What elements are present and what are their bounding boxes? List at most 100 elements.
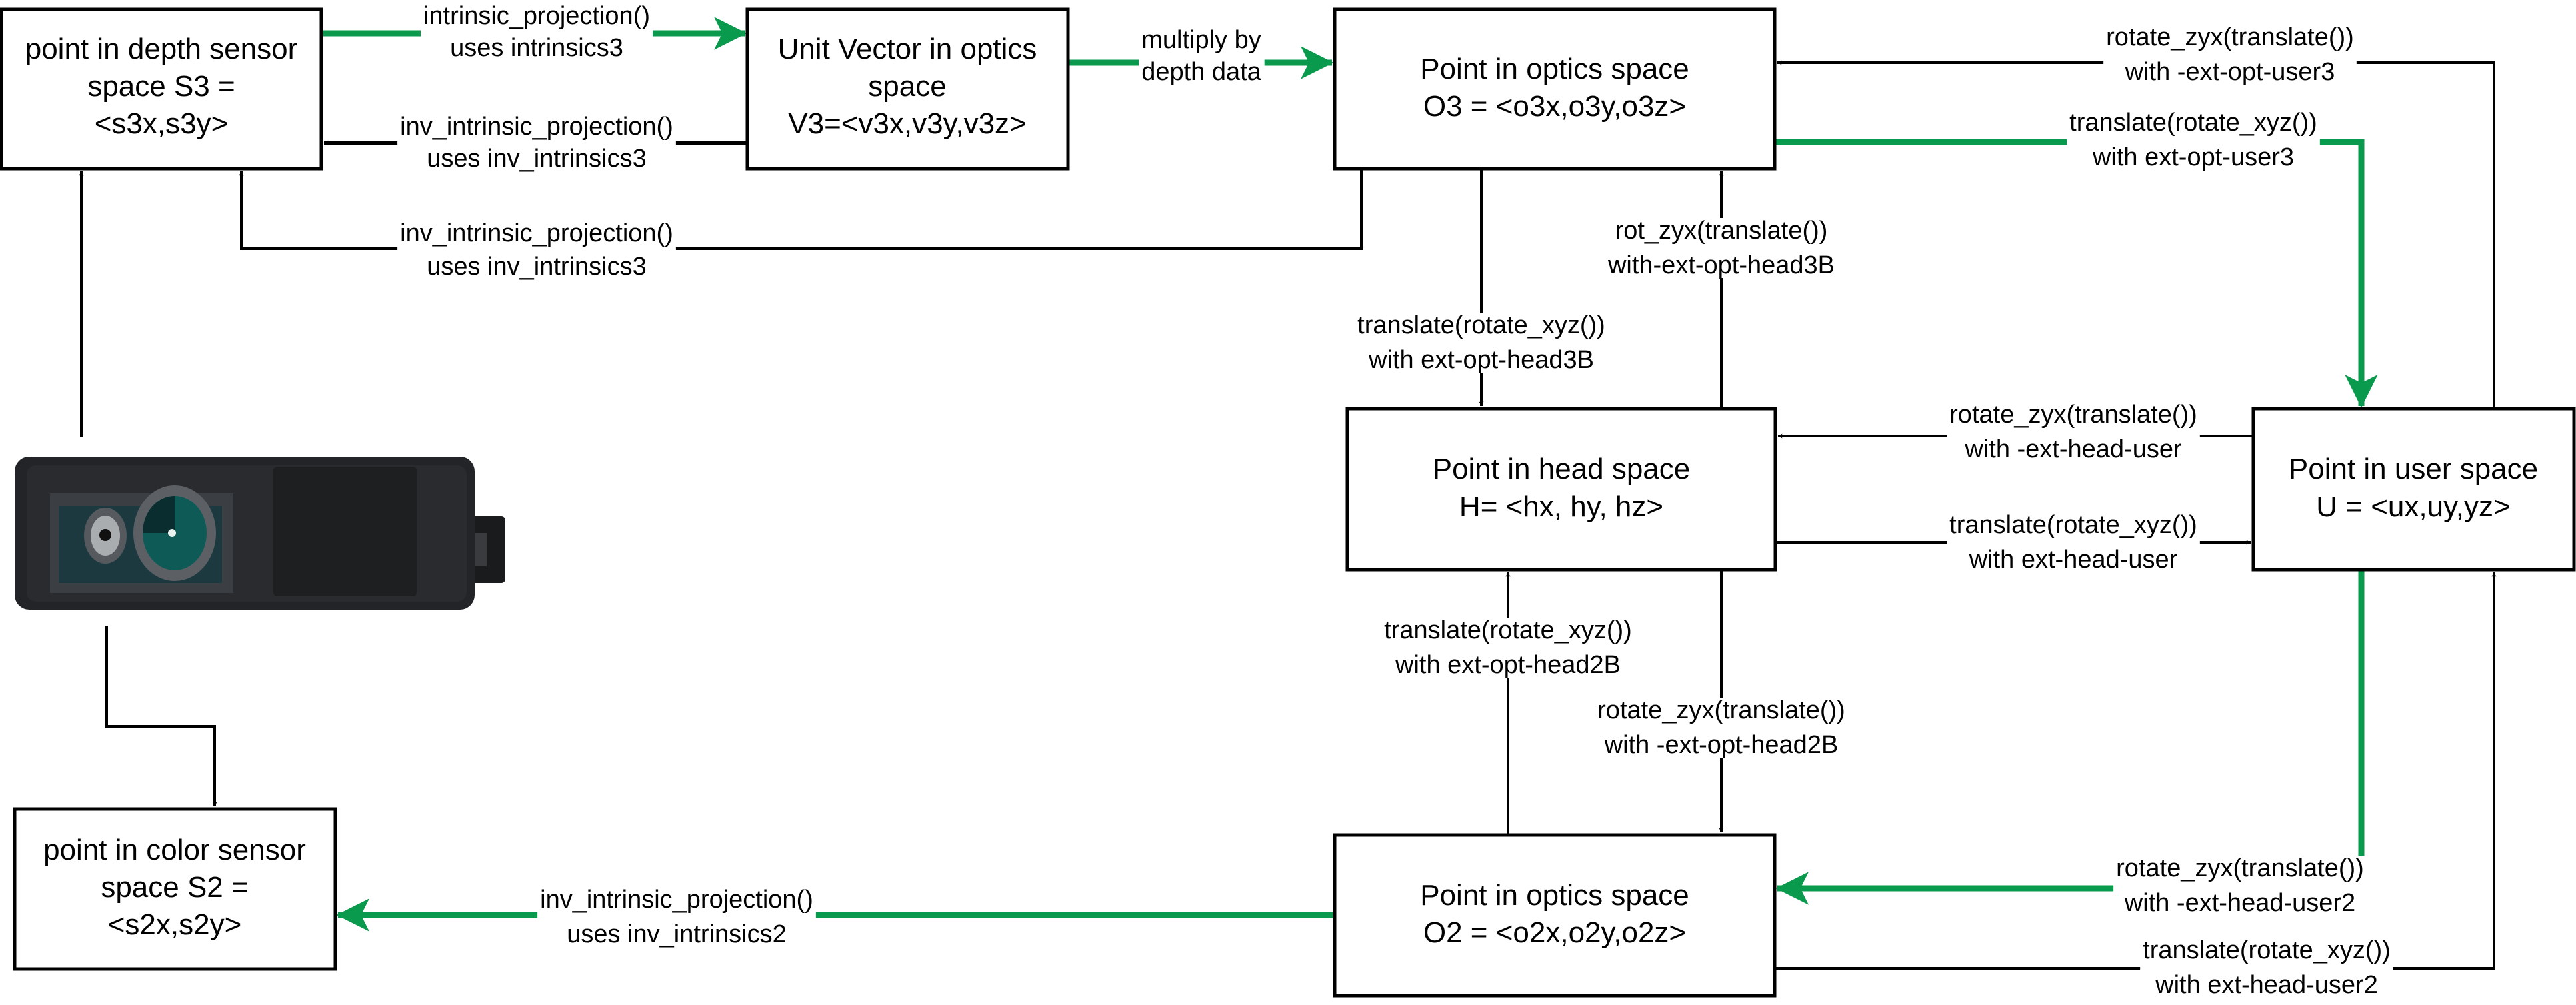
edge-camera-to-s2 — [105, 626, 217, 807]
edge-label-v3-to-o3: multiply by depth data — [1139, 26, 1265, 86]
edge-label-line: translate(rotate_xyz()) — [1949, 511, 2197, 539]
edge-label-background — [537, 887, 816, 947]
node-head-space-h[interactable]: Point in head space H= <hx, hy, hz> — [1345, 407, 1777, 572]
node-box — [745, 7, 1070, 171]
edge-label-line: with ext-opt-head3B — [1368, 346, 1594, 374]
edge-label-line: with ext-opt-user3 — [2092, 143, 2294, 171]
edge-line — [239, 169, 1363, 250]
edge-label-o2-to-u: translate(rotate_xyz())with ext-head-use… — [2140, 936, 2393, 999]
edge-label-line: with ext-opt-head2B — [1395, 651, 1621, 679]
camera-ir-pad — [273, 467, 417, 596]
edge-label-line: with -ext-head-user — [1964, 435, 2182, 463]
edge-label-background — [1947, 402, 2200, 462]
node-box — [1333, 7, 1777, 171]
edge-label-line: with -ext-opt-user3 — [2125, 58, 2335, 86]
edge-label-line: with -ext-head-user2 — [2124, 889, 2355, 917]
edge-label-background — [2067, 110, 2320, 170]
node-label-line: U = <ux,uy,yz> — [2316, 491, 2510, 523]
node-box — [1333, 833, 1777, 998]
edge-label-background — [1947, 512, 2200, 572]
edge-o3-to-s3 — [239, 169, 1363, 250]
edge-label-o2-to-h: translate(rotate_xyz())with ext-opt-head… — [1381, 616, 1635, 679]
node-box — [1345, 407, 1777, 572]
edge-o2-to-u — [1775, 572, 2497, 970]
edge-label-line: translate(rotate_xyz()) — [2143, 936, 2391, 964]
node-label-line: V3=<v3x,v3y,v3z> — [788, 107, 1027, 140]
edge-label-line: translate(rotate_xyz()) — [1384, 616, 1632, 644]
edge-u-to-o2 — [1775, 570, 2365, 905]
node-depth-sensor-s3[interactable]: point in depth sensor space S3 = <s3x,s3… — [0, 7, 323, 171]
node-user-space-u[interactable]: Point in user space U = <ux,uy,yz> — [2251, 407, 2576, 572]
node-optics-space-o2[interactable]: Point in optics space O2 = <o2x,o2y,o2z> — [1333, 833, 1777, 998]
edge-label-o2-to-s2: inv_intrinsic_projection()uses inv_intri… — [537, 886, 816, 948]
camera-connector-port — [475, 533, 487, 566]
edge-label-background — [1139, 27, 1265, 85]
edge-line — [1777, 60, 2495, 409]
node-label-line: Unit Vector in optics — [778, 33, 1037, 65]
edge-line — [1775, 572, 2497, 970]
node-label-line: point in depth sensor — [25, 33, 298, 65]
edge-label-h-to-u: translate(rotate_xyz())with ext-head-use… — [1947, 511, 2200, 574]
edge-label-u-to-h: rotate_zyx(translate())with -ext-head-us… — [1947, 401, 2200, 463]
node-color-sensor-s2[interactable]: point in color sensor space S2 = <s2x,s2… — [13, 807, 337, 971]
edge-label-line: uses inv_intrinsics3 — [427, 145, 646, 173]
edge-label-line: uses inv_intrinsics3 — [427, 253, 646, 281]
node-box — [0, 7, 323, 171]
edge-label-o3-to-s3: inv_intrinsic_projection()uses inv_intri… — [397, 219, 676, 281]
edge-label-background — [1355, 313, 1608, 373]
edge-label-v3-to-s3: inv_intrinsic_projection()uses inv_intri… — [397, 113, 676, 173]
edge-label-line: with -ext-opt-head2B — [1604, 731, 1839, 759]
edge-label-line: uses intrinsics3 — [450, 34, 623, 62]
edge-label-background — [1604, 218, 1838, 278]
edge-label-line: multiply by — [1141, 26, 1261, 54]
edge-label-s3-to-v3: intrinsic_projection()uses intrinsics3 — [420, 2, 653, 62]
edge-label-u-to-o3: rotate_zyx(translate())with -ext-opt-use… — [2103, 23, 2357, 86]
camera-large-lens-shade — [143, 496, 175, 533]
edge-label-background — [2113, 856, 2367, 916]
edge-label-h-to-o3: rot_zyx(translate())with-ext-opt-head3B — [1604, 217, 1838, 279]
edge-label-line: inv_intrinsic_projection() — [540, 886, 813, 914]
edge-label-o3-to-h: translate(rotate_xyz())with ext-opt-head… — [1355, 311, 1608, 374]
edge-label-background — [397, 221, 676, 279]
node-label-line: space S3 = — [87, 70, 235, 103]
edge-label-line: rotate_zyx(translate()) — [2116, 854, 2364, 882]
edge-u-to-o3 — [1777, 60, 2495, 409]
camera-small-lens-pupil — [99, 529, 111, 541]
node-label-line: Point in optics space — [1420, 53, 1689, 85]
node-label-line: <s3x,s3y> — [95, 107, 229, 140]
node-label-line: point in color sensor — [43, 834, 306, 866]
edge-label-background — [397, 114, 676, 171]
edge-label-o3-to-u: translate(rotate_xyz())with ext-opt-user… — [2067, 109, 2320, 171]
edge-line — [105, 626, 217, 807]
edge-label-line: with-ext-opt-head3B — [1607, 251, 1835, 279]
node-label-line: <s2x,s2y> — [108, 908, 242, 941]
edge-label-line: rotate_zyx(translate()) — [1949, 401, 2197, 429]
node-label-line: O3 = <o3x,o3y,o3z> — [1423, 90, 1686, 123]
edge-label-u-to-o2: rotate_zyx(translate())with -ext-head-us… — [2113, 854, 2367, 917]
node-label-line: Point in optics space — [1420, 879, 1689, 912]
node-optics-space-o3[interactable]: Point in optics space O3 = <o3x,o3y,o3z> — [1333, 7, 1777, 171]
edge-label-background — [2140, 938, 2393, 998]
edge-label-line: rotate_zyx(translate()) — [1597, 696, 1845, 724]
camera-large-lens-glint — [168, 529, 176, 537]
edge-label-h-to-o2: rotate_zyx(translate())with -ext-opt-hea… — [1595, 696, 1848, 759]
node-label-line: Point in user space — [2289, 453, 2538, 485]
edge-label-line: uses inv_intrinsics2 — [567, 920, 786, 948]
node-label-line: Point in head space — [1433, 453, 1691, 485]
edge-label-line: inv_intrinsic_projection() — [400, 113, 673, 141]
edge-label-line: with ext-head-user — [1969, 546, 2178, 574]
edge-label-line: rotate_zyx(translate()) — [2106, 23, 2354, 51]
edge-label-line: translate(rotate_xyz()) — [2069, 109, 2317, 137]
edge-line — [1775, 570, 2365, 905]
node-box — [13, 807, 337, 971]
edge-label-line: with ext-head-user2 — [2155, 971, 2378, 999]
edge-line — [1775, 139, 2378, 408]
edge-label-line: depth data — [1141, 58, 1261, 86]
edge-label-line: inv_intrinsic_projection() — [400, 219, 673, 247]
depth-camera-icon — [15, 457, 505, 610]
node-box — [2251, 407, 2576, 572]
node-label-line: H= <hx, hy, hz> — [1459, 491, 1663, 523]
edge-o3-to-u — [1775, 139, 2378, 408]
node-unit-vector-v3[interactable]: Unit Vector in optics space V3=<v3x,v3y,… — [745, 7, 1070, 171]
